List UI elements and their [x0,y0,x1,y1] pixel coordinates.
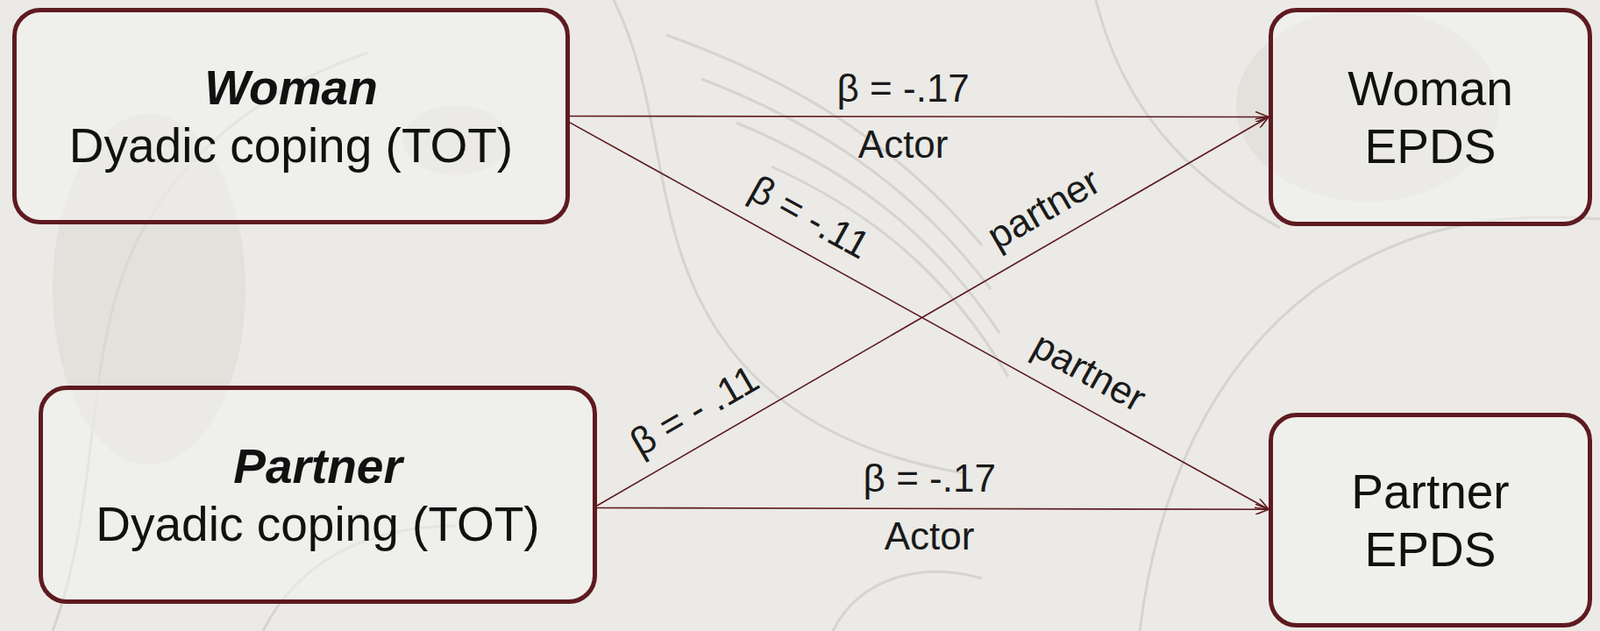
effect-type-label: Actor [858,122,949,168]
effect-type-label: partner [979,158,1108,259]
path-coefficient: β = -.11 [741,166,877,269]
path-arrow [597,117,1269,506]
path-arrow [569,122,1269,510]
path-arrow [569,116,1269,118]
effect-type-label: partner [1024,323,1153,422]
box-text: Partner EPDS [1329,462,1532,579]
box-text: Dyadic coping (TOT) [95,495,540,554]
box-heading: Woman [204,58,378,117]
path-arrow [597,507,1269,510]
effect-type-label: Actor [884,514,975,560]
sketch-lines [52,0,1600,631]
path-coefficient: β = -.17 [837,66,970,112]
box-heading: Partner [233,437,403,496]
box-text: Dyadic coping (TOT) [69,116,513,175]
predictor-box: WomanDyadic coping (TOT) [12,7,570,225]
box-text: Woman EPDS [1329,59,1532,176]
sketch-curve [1139,217,1600,631]
sketch-curve [736,122,1000,334]
outcome-box: Partner EPDS [1268,412,1593,628]
sketch-curve [832,572,982,631]
sketch-curve [701,78,991,290]
path-coefficient: β = -.17 [863,456,996,502]
outcome-box: Woman EPDS [1268,7,1593,227]
predictor-box: PartnerDyadic coping (TOT) [38,385,598,605]
